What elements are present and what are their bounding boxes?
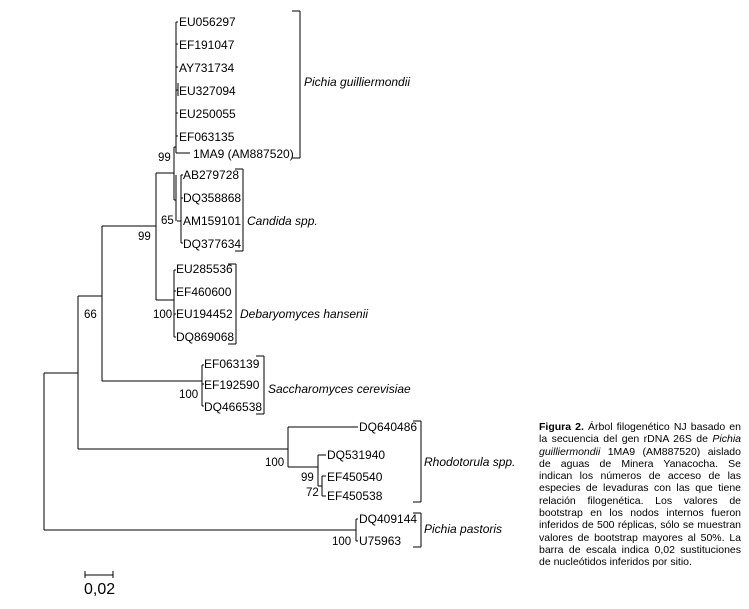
species-label: Pichia pastoris (424, 522, 502, 536)
bootstrap-value: 72 (306, 487, 319, 499)
species-label: Pichia guilliermondii (304, 75, 410, 89)
clade-rhodotorula: 100 99 72 DQ640486 DQ531940 EF450540 EF4… (78, 420, 515, 503)
clade-pichia-pastoris: DQ409144 U75963 100 Pichia pastoris (44, 512, 502, 548)
caption-species: Pichia guilliermondii (539, 433, 741, 458)
species-label: Candida spp. (247, 214, 318, 228)
leaf-label: EF063139 (204, 357, 260, 371)
leaf-label: EF191047 (179, 38, 235, 52)
caption-text: Árbol filogenético NJ basado en la secue… (539, 421, 741, 446)
bootstrap-value: 65 (161, 215, 174, 227)
clade-saccharomyces-cerevisiae: EF063139 EF192590 DQ466538 100 Saccharom… (102, 355, 411, 415)
leaf-label: AM159101 (183, 214, 241, 228)
caption-text: 1MA9 (AM887520) aislado de aguas de Mine… (539, 445, 741, 569)
scale-bar (84, 571, 114, 578)
leaf-label: EF063135 (179, 130, 235, 144)
leaf-label: DQ466538 (204, 400, 262, 414)
leaf-label: EU194452 (176, 307, 233, 321)
leaf-label: DQ358868 (183, 191, 241, 205)
leaf-label: EU250055 (179, 107, 236, 121)
species-label: Debaryomyces hansenii (240, 307, 368, 321)
bootstrap-value: 99 (138, 231, 151, 243)
leaf-label: EF192590 (204, 378, 260, 392)
bootstrap-value: 100 (265, 457, 284, 469)
clade-pichia-guilliermondii: EU056297 EF191047 AY731734 EU327094 EU25… (175, 10, 410, 161)
leaf-label: DQ409144 (359, 512, 417, 526)
leaf-label: EF460600 (176, 285, 232, 299)
leaf-label: AB279728 (183, 168, 239, 182)
caption-label: Figura 2. (539, 421, 584, 433)
bootstrap-value: 100 (153, 309, 172, 321)
leaf-label: DQ377634 (183, 237, 241, 251)
species-label: Saccharomyces cerevisiae (268, 382, 411, 396)
figure-caption: Figura 2. Árbol filogenético NJ basado e… (539, 421, 741, 569)
leaf-label: U75963 (359, 534, 401, 548)
leaf-label: AY731734 (179, 61, 234, 75)
bootstrap-value: 100 (332, 536, 351, 548)
leaf-label: DQ640486 (359, 420, 417, 434)
bootstrap-value: 66 (84, 309, 97, 321)
leaf-label: EF450540 (327, 470, 383, 484)
leaf-label: EU327094 (179, 84, 236, 98)
leaf-label: DQ869068 (176, 330, 234, 344)
bootstrap-value: 100 (179, 389, 198, 401)
bootstrap-value: 99 (158, 152, 171, 164)
species-label: Rhodotorula spp. (424, 455, 515, 469)
leaf-label: EU285536 (176, 262, 233, 276)
scale-bar-label: 0,02 (84, 581, 116, 598)
clade-debaryomyces-hansenii: EU285536 EF460600 EU194452 DQ869068 100 … (153, 262, 368, 345)
clade-candida: AB279728 DQ358868 AM159101 DQ377634 Cand… (175, 168, 318, 252)
bootstrap-value: 99 (301, 472, 314, 484)
leaf-label: EF450538 (327, 489, 383, 503)
leaf-label: 1MA9 (AM887520) (193, 147, 294, 161)
leaf-label: DQ531940 (327, 448, 385, 462)
leaf-label: EU056297 (179, 15, 236, 29)
